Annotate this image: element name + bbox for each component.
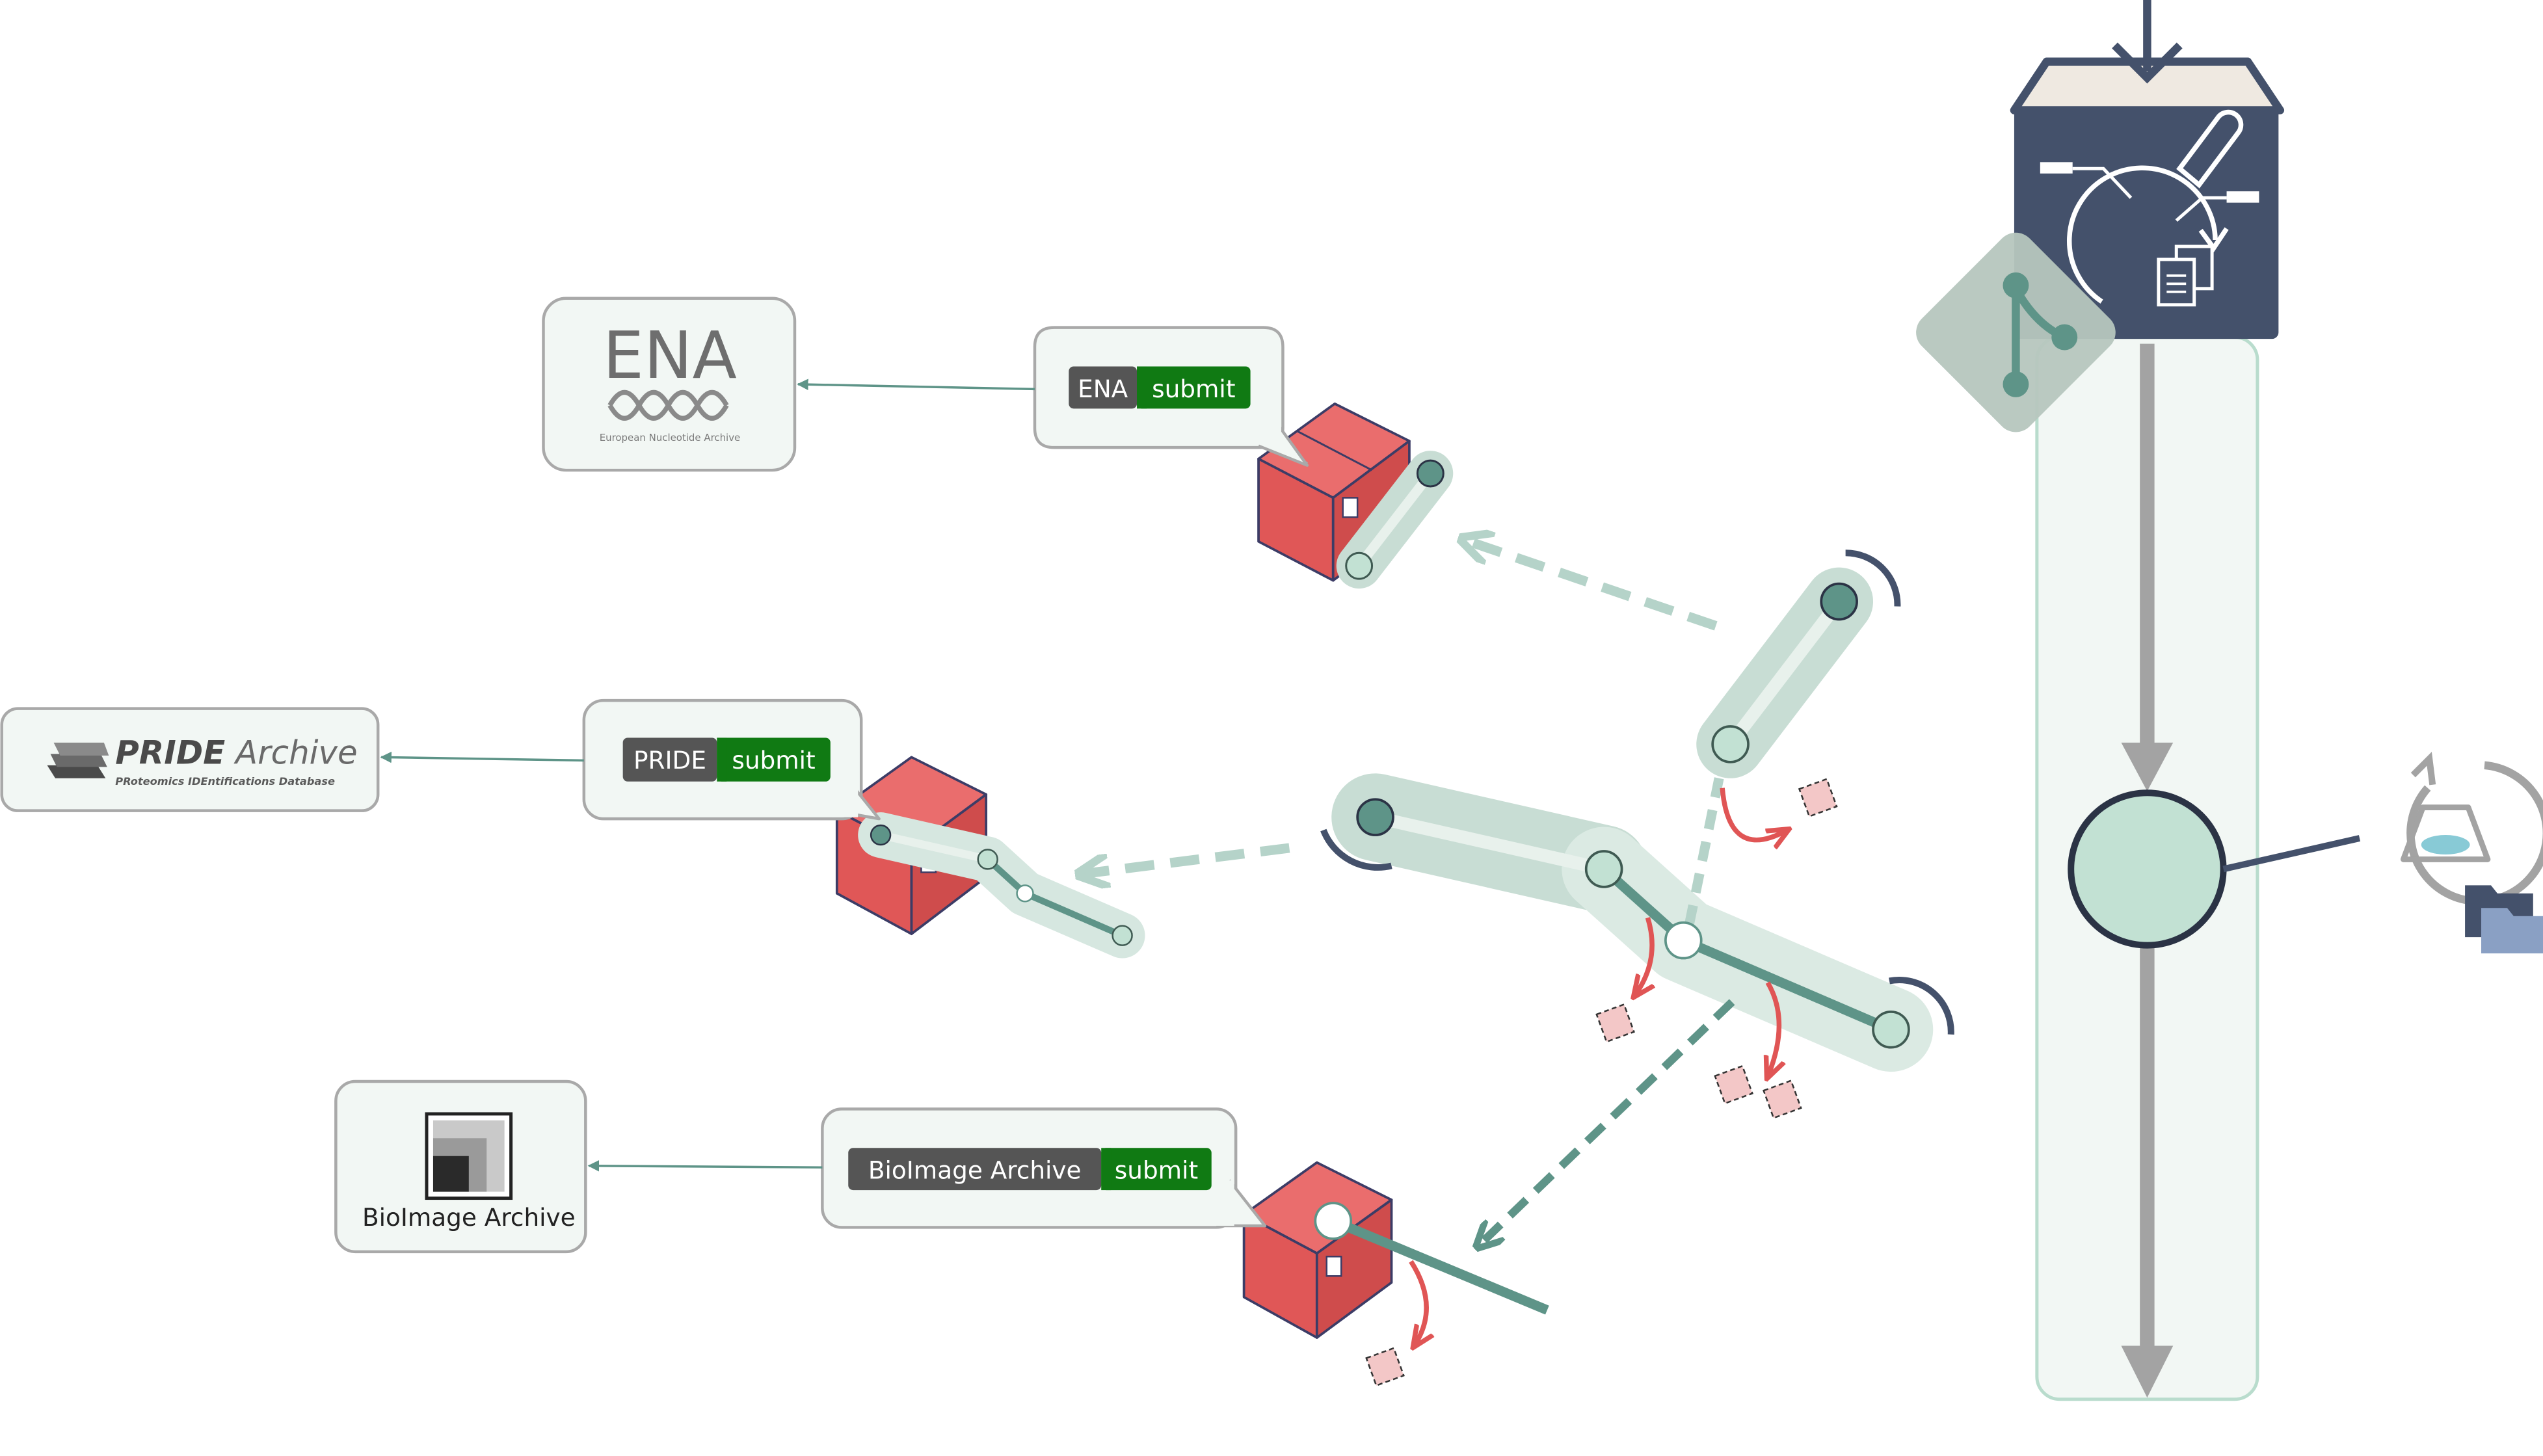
workflow-package-icon <box>2010 0 2285 339</box>
arc-marker <box>1889 977 1954 1035</box>
graph-edge <box>1374 810 1606 876</box>
bioimage-badge-action: submit <box>1115 1156 1198 1185</box>
pride-submit-badge[interactable]: PRIDE submit <box>622 737 831 782</box>
graph-node <box>1711 725 1750 763</box>
graph-edge <box>1681 936 1893 1035</box>
box-icon <box>1242 1161 1393 1339</box>
dashed-connector <box>1082 843 1290 874</box>
graph-node <box>1820 582 1858 621</box>
bioimage-logo-icon <box>425 1112 513 1200</box>
ena-repository[interactable]: ENA European Nucleotide Archive <box>542 297 797 472</box>
pipeline-node <box>2068 789 2227 949</box>
graph-node <box>1872 1010 1910 1049</box>
submit-arrow-pride <box>380 751 584 763</box>
output-arrow <box>1635 917 1653 996</box>
bioimage-logo-title: BioImage Archive <box>362 1203 576 1232</box>
dna-wave-icon <box>607 390 729 421</box>
ena-badge-label: ENA <box>1078 375 1128 403</box>
output-arrow <box>1768 981 1779 1077</box>
arc-marker <box>1845 549 1901 607</box>
dashed-connector <box>1465 540 1718 631</box>
workflow-graph <box>1082 540 1954 1245</box>
pride-badge-action: submit <box>732 746 815 774</box>
dashed-connector <box>1681 777 1724 938</box>
submit-arrow-ena <box>797 378 1035 391</box>
pipeline-panel <box>2035 336 2361 1401</box>
pride-submit-callout: PRIDE submit <box>582 698 881 821</box>
bioimage-badge-label: BioImage Archive <box>868 1156 1082 1185</box>
graph-node <box>1356 798 1394 836</box>
folder-icon <box>2465 885 2543 954</box>
output-square <box>1595 1003 1635 1043</box>
graph-edge <box>1725 597 1844 748</box>
pride-repository[interactable]: PRIDE Archive PRoteomics IDEntifications… <box>0 707 380 812</box>
git-branch-icon <box>1916 232 2116 432</box>
box-subgraph <box>858 812 1145 959</box>
output-arrow <box>1720 788 1787 840</box>
output-square <box>1714 1065 1753 1105</box>
pipeline-arrowhead-bottom <box>2121 1345 2174 1398</box>
box-subgraph <box>1336 451 1454 589</box>
pride-logo-icon <box>47 742 109 778</box>
ena-badge-action: submit <box>1152 375 1235 403</box>
arc-marker <box>1320 828 1392 871</box>
flask-icon <box>2400 752 2543 906</box>
ena-logo-subtitle: European Nucleotide Archive <box>600 432 741 443</box>
output-square <box>1763 1079 1802 1119</box>
pride-badge-label: PRIDE <box>633 746 706 774</box>
bioimage-repository[interactable]: BioImage Archive <box>334 1079 587 1254</box>
graph-halo <box>1562 827 1934 1072</box>
pride-logo-title: PRIDE Archive <box>115 734 357 771</box>
ena-submit-badge[interactable]: ENA submit <box>1069 366 1251 409</box>
dashed-connector <box>1479 999 1735 1245</box>
ena-logo-title: ENA <box>603 317 737 393</box>
pipeline-connector <box>2222 835 2361 873</box>
bioimage-submit-badge[interactable]: BioImage Archive submit <box>848 1148 1212 1191</box>
pipeline-arrowhead-top <box>2121 742 2174 791</box>
submit-arrow-bioimage <box>587 1160 823 1172</box>
output-square <box>1798 778 1838 818</box>
bioimage-submit-callout: BioImage Archive submit <box>821 1107 1267 1229</box>
graph-node <box>1584 850 1623 888</box>
box-icon <box>1257 402 1411 582</box>
graph-node <box>1664 921 1703 960</box>
ena-submit-callout: ENA submit <box>1033 326 1309 467</box>
pride-logo-subtitle: PRoteomics IDEntifications Database <box>115 775 335 788</box>
